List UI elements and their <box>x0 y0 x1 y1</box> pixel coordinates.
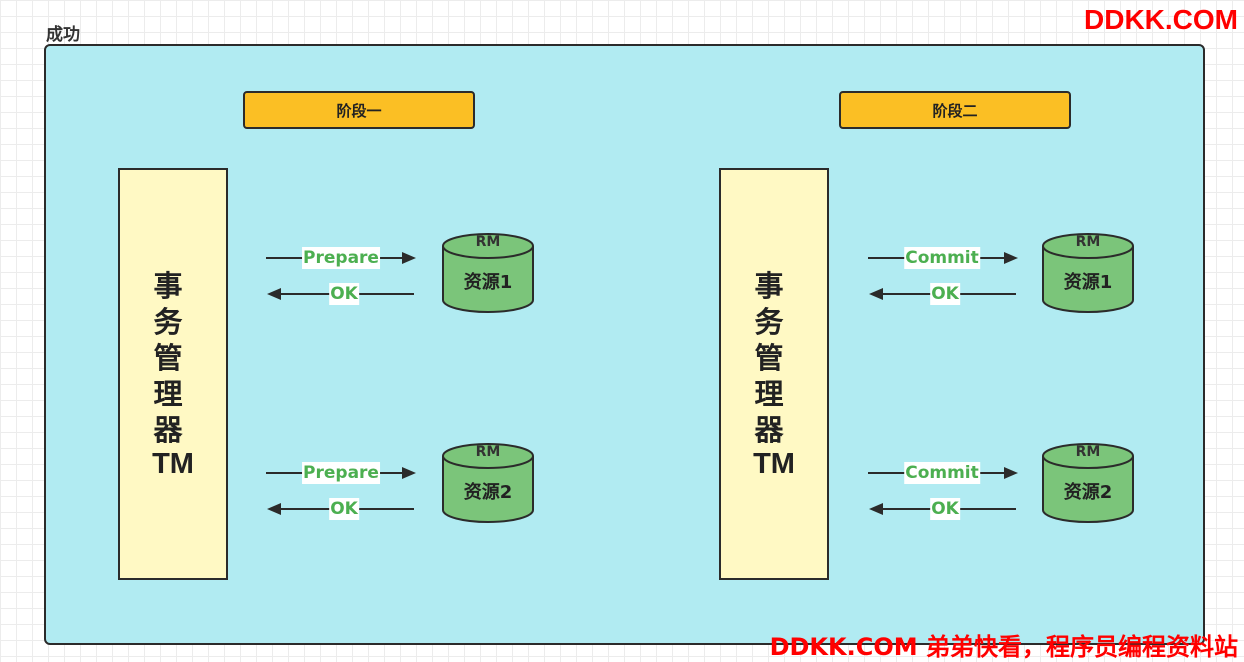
resource-2-phase-two: RM 资源2 <box>1040 440 1136 524</box>
watermark-top: DDKK.COM <box>1084 4 1238 35</box>
ok-message-2: OK <box>329 498 359 520</box>
phase-two-header: 阶段二 <box>839 91 1071 129</box>
rm-tag: RM <box>1075 234 1101 250</box>
tm-label: 事务管理器 <box>153 268 183 447</box>
resource-name: 资源1 <box>1063 272 1113 293</box>
transaction-manager-phase-two: 事务管理器 TM <box>719 168 829 580</box>
database-icon <box>1042 443 1134 523</box>
database-icon <box>1042 233 1134 313</box>
rm-tag: RM <box>1075 444 1101 460</box>
resource-2-phase-one: RM 资源2 <box>440 440 536 524</box>
commit-message-1: Commit <box>904 247 980 269</box>
watermark-bottom: DDKK.COM 弟弟快看，程序员编程资料站 <box>769 633 1238 661</box>
phase-one-header: 阶段一 <box>243 91 475 129</box>
prepare-message-2: Prepare <box>302 462 380 484</box>
tm-label: 事务管理器 <box>754 268 784 447</box>
resource-name: 资源1 <box>463 272 513 293</box>
diagram-frame <box>44 44 1205 645</box>
resource-1-phase-one: RM 资源1 <box>440 230 536 314</box>
ok-message-4: OK <box>930 498 960 520</box>
resource-1-phase-two: RM 资源1 <box>1040 230 1136 314</box>
resource-name: 资源2 <box>463 482 513 503</box>
rm-tag: RM <box>475 234 501 250</box>
transaction-manager-phase-one: 事务管理器 TM <box>118 168 228 580</box>
phase-one-label: 阶段一 <box>336 101 382 120</box>
phase-two-label: 阶段二 <box>932 101 978 120</box>
commit-message-2: Commit <box>904 462 980 484</box>
rm-tag: RM <box>475 444 501 460</box>
ok-message-1: OK <box>329 283 359 305</box>
database-icon <box>442 443 534 523</box>
database-icon <box>442 233 534 313</box>
tm-sub-label: TM <box>152 447 194 480</box>
diagram-title: 成功 <box>46 25 80 45</box>
ok-message-3: OK <box>930 283 960 305</box>
prepare-message-1: Prepare <box>302 247 380 269</box>
resource-name: 资源2 <box>1063 482 1113 503</box>
tm-sub-label: TM <box>753 447 795 480</box>
